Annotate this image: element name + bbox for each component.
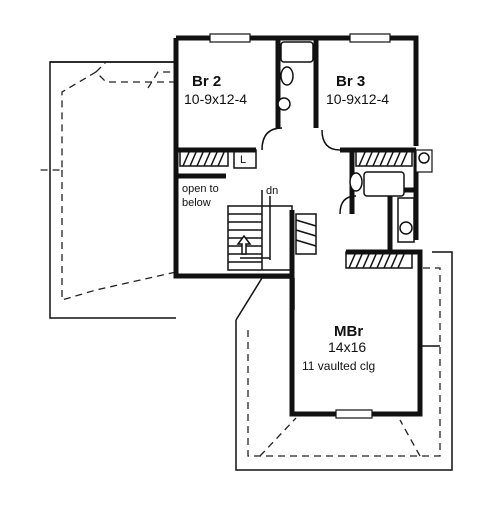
closet-stair (295, 213, 317, 255)
room-size-br2: 10-9x12-4 (184, 91, 247, 107)
door-br2 (261, 127, 283, 151)
window-br2 (209, 33, 251, 43)
open-to-below-line1: open to (182, 183, 219, 195)
room-name-mbr: MBr (334, 323, 363, 340)
stair (227, 190, 293, 271)
room-name-br3: Br 3 (336, 73, 365, 90)
toilet-hall (280, 66, 294, 86)
door-bath (339, 195, 357, 215)
roof-outline-left (38, 61, 177, 319)
closet-br3 (355, 149, 413, 167)
room-name-br2: Br 2 (192, 73, 221, 90)
toilet-master (349, 172, 363, 192)
bath-fixtures (277, 41, 430, 243)
sink-master (399, 221, 413, 235)
up-arrow-icon (236, 234, 252, 255)
closet-master (345, 251, 413, 269)
open-to-below-line2: below (182, 197, 211, 209)
linen-closet (233, 149, 257, 169)
room-note-mbr: 11 vaulted clg (302, 359, 375, 373)
tub-master (363, 171, 405, 197)
sink-hall (277, 97, 291, 111)
room-size-mbr: 14x16 (328, 339, 366, 355)
room-size-br3: 10-9x12-4 (326, 91, 389, 107)
doors (261, 127, 357, 310)
tub-hall (280, 41, 314, 63)
stair-down-label: dn (266, 185, 278, 197)
linen-label: L (240, 154, 246, 166)
vanity-master (397, 197, 415, 243)
sink-round (418, 152, 430, 164)
closets (179, 149, 413, 269)
window-br3 (349, 33, 391, 43)
window-mbr (335, 409, 373, 419)
door-br3 (321, 129, 341, 151)
